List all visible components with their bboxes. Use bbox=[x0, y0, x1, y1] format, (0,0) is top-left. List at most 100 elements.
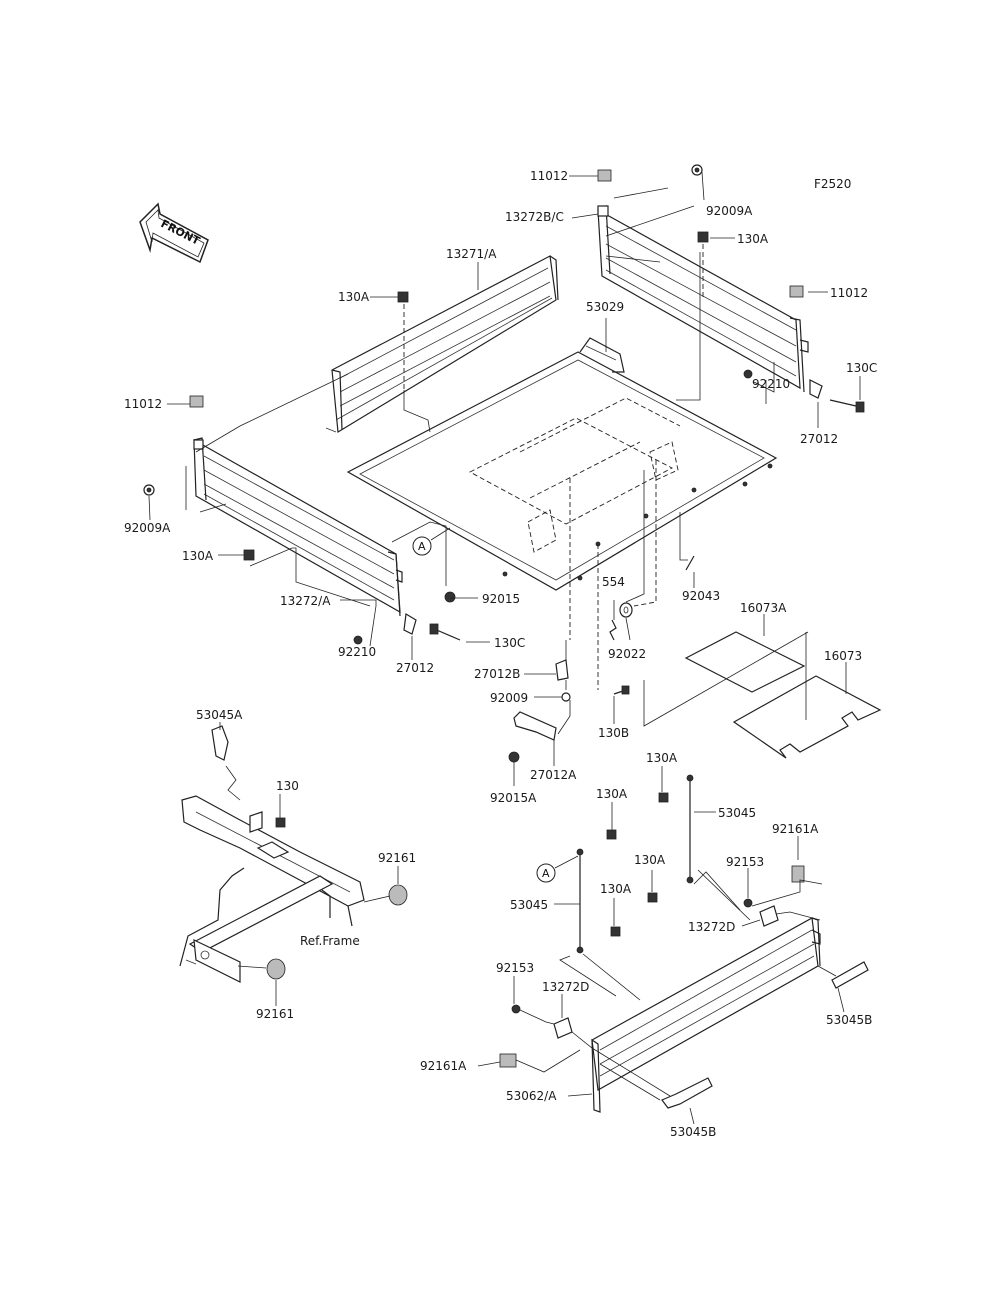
nut-92210-left bbox=[353, 635, 363, 645]
label-130A-left: 130A bbox=[338, 290, 370, 304]
label-53045-left: 53045 bbox=[510, 898, 548, 912]
label-13271A: 13271/A bbox=[446, 247, 497, 261]
label-13272D-right: 13272D bbox=[688, 920, 735, 934]
front-arrow-icon: FRONT bbox=[139, 202, 209, 264]
label-11012-top: 11012 bbox=[530, 169, 568, 183]
bolt-130C-left bbox=[429, 623, 461, 641]
label-130A-b4: 130A bbox=[600, 882, 632, 896]
label-130A-b3: 130A bbox=[634, 853, 666, 867]
leader-lines bbox=[148, 171, 861, 1125]
bumper-92161-bottom bbox=[266, 958, 286, 980]
label-92161A-left: 92161A bbox=[420, 1059, 467, 1073]
latch-53045B-right bbox=[831, 961, 869, 989]
mat-16073A bbox=[684, 631, 806, 693]
label-92161-bottom: 92161 bbox=[256, 1007, 294, 1021]
label-27012A: 27012A bbox=[530, 768, 577, 782]
latch-27012-right bbox=[809, 379, 823, 399]
label-16073: 16073 bbox=[824, 649, 862, 663]
hinge-13272D-right bbox=[759, 905, 779, 927]
bolt-130C-right bbox=[829, 399, 865, 413]
bolt-130B bbox=[613, 685, 630, 695]
label-92022: 92022 bbox=[608, 647, 646, 661]
label-130B: 130B bbox=[598, 726, 629, 740]
bolt-130A-b4 bbox=[610, 926, 621, 937]
figure-code: F2520 bbox=[814, 177, 851, 191]
label-11012-right: 11012 bbox=[830, 286, 868, 300]
washer-92022 bbox=[619, 602, 633, 618]
nut-92015 bbox=[444, 591, 456, 603]
label-130A-b1: 130A bbox=[646, 751, 678, 765]
bolt-92153-left bbox=[511, 1004, 521, 1014]
label-53045B-bottom: 53045B bbox=[670, 1125, 716, 1139]
label-27012B: 27012B bbox=[474, 667, 520, 681]
label-11012-left: 11012 bbox=[124, 397, 162, 411]
bumper-92161-top bbox=[388, 884, 408, 906]
mat-16073 bbox=[732, 675, 882, 759]
latch-27012-left bbox=[403, 613, 417, 635]
label-130A-top: 130A bbox=[737, 232, 769, 246]
clip-554 bbox=[609, 619, 617, 641]
cap-11012-left bbox=[189, 395, 204, 408]
label-130C-left: 130C bbox=[494, 636, 525, 650]
side-panel-13272BC bbox=[597, 205, 809, 393]
cap-11012-top bbox=[597, 169, 612, 182]
rivet-92009A-top bbox=[691, 164, 703, 176]
label-130A-b2: 130A bbox=[596, 787, 628, 801]
bolt-92153-right bbox=[743, 898, 753, 908]
label-92009A-top: 92009A bbox=[706, 204, 753, 218]
label-92043: 92043 bbox=[682, 589, 720, 603]
label-16073A: 16073A bbox=[740, 601, 787, 615]
bed-floor-53029 bbox=[346, 337, 778, 591]
frame-assembly bbox=[179, 795, 365, 983]
label-27012-left: 27012 bbox=[396, 661, 434, 675]
label-92015A: 92015A bbox=[490, 791, 537, 805]
bolt-130A-b3 bbox=[647, 892, 658, 903]
pad-92161A-left bbox=[499, 1053, 517, 1068]
pin-92043 bbox=[685, 555, 695, 571]
tailgate-53062A bbox=[591, 917, 821, 1113]
label-554: 554 bbox=[602, 575, 625, 589]
label-92210-left: 92210 bbox=[338, 645, 376, 659]
label-53029: 53029 bbox=[586, 300, 624, 314]
label-130: 130 bbox=[276, 779, 299, 793]
label-92153-right: 92153 bbox=[726, 855, 764, 869]
label-92161A-right: 92161A bbox=[772, 822, 819, 836]
hook-27012A bbox=[513, 711, 557, 741]
hinge-13272D-left bbox=[553, 1017, 573, 1039]
bolt-130 bbox=[275, 817, 286, 828]
part-labels: 11012 13272B/C 92009A 130A 11012 13271/A… bbox=[124, 169, 877, 1139]
label-53045-top: 53045 bbox=[718, 806, 756, 820]
label-ref-frame: Ref.Frame bbox=[300, 934, 360, 948]
side-panel-13272A bbox=[193, 437, 403, 617]
label-92009: 92009 bbox=[490, 691, 528, 705]
label-92153-left: 92153 bbox=[496, 961, 534, 975]
bolt-130A-top bbox=[697, 231, 709, 243]
label-92161-top: 92161 bbox=[378, 851, 416, 865]
label-53045B-right: 53045B bbox=[826, 1013, 872, 1027]
rivet-92009 bbox=[561, 692, 571, 702]
hook-53045A bbox=[211, 725, 229, 761]
label-92009A-left: 92009A bbox=[124, 521, 171, 535]
label-53062A: 53062/A bbox=[506, 1089, 557, 1103]
label-130A-mid: 130A bbox=[182, 549, 214, 563]
reference-circle-a-lower: A bbox=[536, 863, 556, 883]
latch-53045B-bottom bbox=[661, 1077, 713, 1109]
bolt-130A-left bbox=[397, 291, 409, 303]
side-panel-13271A bbox=[325, 255, 559, 434]
nut-92210-right bbox=[743, 369, 753, 379]
label-13272A: 13272/A bbox=[280, 594, 331, 608]
bolt-130A-mid bbox=[243, 549, 255, 561]
label-27012-right: 27012 bbox=[800, 432, 838, 446]
label-92015: 92015 bbox=[482, 592, 520, 606]
bolt-130A-b1 bbox=[658, 792, 669, 803]
cap-11012-right bbox=[789, 285, 804, 298]
svg-text:A: A bbox=[542, 867, 550, 880]
reference-circle-a-upper: A bbox=[412, 536, 432, 556]
bolt-130A-b2 bbox=[606, 829, 617, 840]
label-92210-right: 92210 bbox=[752, 377, 790, 391]
label-13272BC: 13272B/C bbox=[505, 210, 564, 224]
label-130C-right: 130C bbox=[846, 361, 877, 375]
bracket-27012B bbox=[555, 659, 569, 681]
nut-92015A bbox=[508, 751, 520, 763]
